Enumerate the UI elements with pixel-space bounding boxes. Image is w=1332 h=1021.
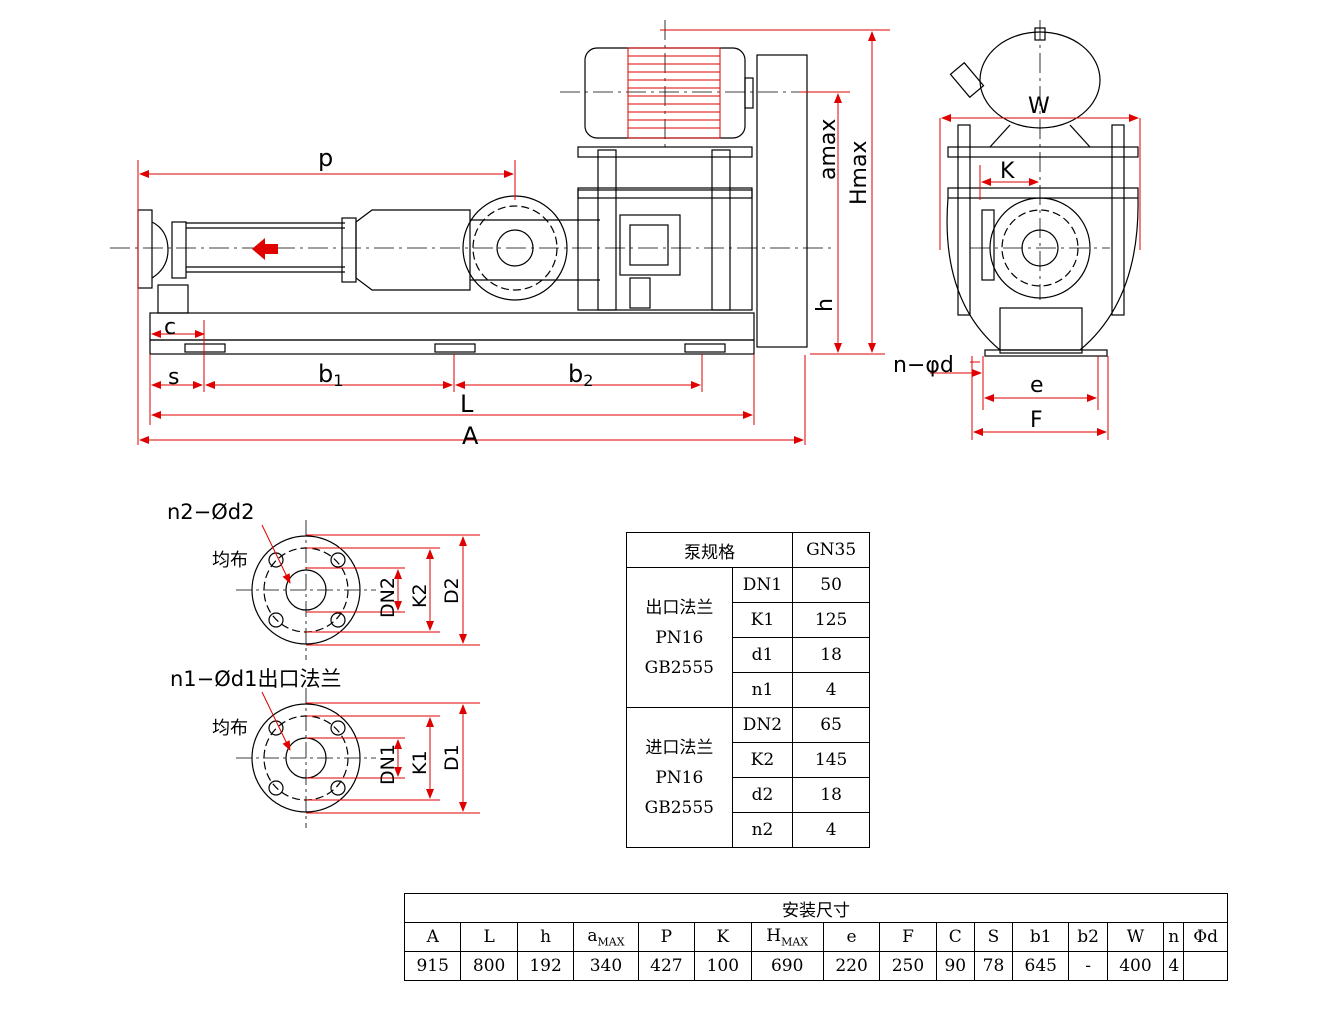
install-header-cell: P bbox=[637, 922, 696, 952]
label-h: h bbox=[813, 298, 838, 312]
flange-top-uniform: 均布 bbox=[212, 550, 248, 571]
side-view bbox=[110, 20, 835, 355]
install-header-cell: h bbox=[516, 922, 575, 952]
spec-key: K2 bbox=[731, 742, 794, 778]
label-c: c bbox=[164, 315, 176, 340]
install-header-cell: F bbox=[879, 922, 937, 952]
svg-text:b1: b1 bbox=[318, 360, 343, 390]
spec-key: d1 bbox=[731, 637, 794, 673]
flange-bottom-callout: n1−Ød1出口法兰 bbox=[170, 667, 342, 691]
flange-top-dim-1: DN2 bbox=[377, 577, 399, 618]
spec-key: DN1 bbox=[731, 567, 794, 603]
install-value-cell: 400 bbox=[1106, 951, 1165, 981]
install-header-cell: L bbox=[460, 922, 518, 952]
end-view bbox=[946, 20, 1139, 357]
flange-bottom-dim-2: K1 bbox=[409, 750, 431, 775]
label-amax: amax bbox=[816, 119, 841, 180]
install-value-cell: 250 bbox=[879, 951, 937, 981]
install-value-cell: 690 bbox=[750, 951, 824, 981]
install-title: 安装尺寸 bbox=[404, 893, 1228, 923]
label-L: L bbox=[460, 390, 474, 418]
label-n-d: n−φd bbox=[893, 353, 954, 378]
motor-fins bbox=[627, 47, 721, 139]
install-value-cell: 100 bbox=[694, 951, 752, 981]
install-value-cell: 220 bbox=[822, 951, 881, 981]
spec-value: 145 bbox=[792, 742, 870, 778]
install-value-cell bbox=[1183, 951, 1228, 981]
install-header-cell: A bbox=[403, 922, 462, 952]
svg-text:b2: b2 bbox=[568, 360, 593, 390]
install-value-cell: 915 bbox=[403, 951, 462, 981]
install-header-cell: e bbox=[822, 922, 881, 952]
install-header-cell: W bbox=[1106, 922, 1165, 952]
label-F: F bbox=[1030, 408, 1043, 433]
spec-model: GN35 bbox=[792, 532, 870, 568]
install-header-cell: K bbox=[694, 922, 752, 952]
flange-top-callout: n2−Ød2 bbox=[167, 500, 255, 524]
label-A: A bbox=[462, 422, 479, 450]
label-b2-sub: 2 bbox=[583, 371, 593, 390]
side-view-dimensions bbox=[137, 29, 890, 445]
install-header-cell: S bbox=[973, 922, 1014, 952]
spec-value: 18 bbox=[792, 637, 870, 673]
spec-header-label: 泵规格 bbox=[625, 532, 794, 568]
end-view-dimensions bbox=[930, 114, 1141, 440]
install-header-cell: b2 bbox=[1068, 922, 1108, 952]
spec-key: DN2 bbox=[731, 707, 794, 743]
install-value-cell: 800 bbox=[460, 951, 518, 981]
install-value-cell: 340 bbox=[573, 951, 639, 981]
spec-value: 125 bbox=[792, 602, 870, 638]
spec-key: n2 bbox=[731, 812, 794, 848]
spec-value: 65 bbox=[792, 707, 870, 743]
flow-arrow-icon bbox=[252, 238, 278, 260]
install-header-cell: n bbox=[1163, 922, 1185, 952]
pump-spec-table: 泵规格 GN35 出口法兰 PN16 GB2555 DN1 50 K1 125 … bbox=[625, 532, 870, 848]
label-s: s bbox=[168, 365, 179, 390]
label-K: K bbox=[1000, 159, 1015, 184]
install-value-cell: 192 bbox=[516, 951, 575, 981]
install-value-cell: 78 bbox=[973, 951, 1014, 981]
spec-value: 4 bbox=[792, 812, 870, 848]
install-header-cell: Φd bbox=[1183, 922, 1228, 952]
install-value-cell: 90 bbox=[935, 951, 975, 981]
install-value-cell: 427 bbox=[637, 951, 696, 981]
label-p: p bbox=[318, 144, 333, 172]
spec-value: 18 bbox=[792, 777, 870, 813]
flange-bottom-dim-1: DN1 bbox=[377, 744, 399, 785]
side-view-labels: p c s b1 b2 L A amax Hmax h bbox=[164, 119, 872, 450]
label-b2: b bbox=[568, 360, 583, 388]
spec-key: n1 bbox=[731, 672, 794, 708]
install-header-cell: b1 bbox=[1012, 922, 1070, 952]
flange-top: n2−Ød2 均布 DN2 K2 D2 bbox=[167, 500, 480, 660]
install-header-cell: HMAX bbox=[750, 922, 824, 952]
label-b1: b bbox=[318, 360, 333, 388]
install-header-cell: C bbox=[935, 922, 975, 952]
label-b1-sub: 1 bbox=[333, 371, 343, 390]
spec-value: 50 bbox=[792, 567, 870, 603]
flange-bottom-dim-3: D1 bbox=[441, 744, 463, 771]
flange-bottom-uniform: 均布 bbox=[212, 718, 248, 739]
flange-bottom: n1−Ød1出口法兰 均布 DN1 K1 D1 bbox=[170, 667, 480, 828]
end-view-labels: W K n−φd e F bbox=[893, 94, 1050, 433]
install-value-cell: 4 bbox=[1163, 951, 1185, 981]
spec-outlet-group: 出口法兰 PN16 GB2555 bbox=[626, 567, 733, 708]
install-value-cell: 645 bbox=[1012, 951, 1070, 981]
label-W: W bbox=[1028, 94, 1050, 119]
label-hmax: Hmax bbox=[847, 141, 872, 205]
flange-top-dim-2: K2 bbox=[409, 583, 431, 608]
label-e: e bbox=[1030, 373, 1044, 398]
spec-key: K1 bbox=[731, 602, 794, 638]
spec-inlet-group: 进口法兰 PN16 GB2555 bbox=[626, 707, 733, 848]
flange-top-dim-3: D2 bbox=[441, 577, 463, 604]
install-header-cell: aMAX bbox=[573, 922, 639, 952]
spec-value: 4 bbox=[792, 672, 870, 708]
spec-key: d2 bbox=[731, 777, 794, 813]
install-value-cell: - bbox=[1068, 951, 1108, 981]
